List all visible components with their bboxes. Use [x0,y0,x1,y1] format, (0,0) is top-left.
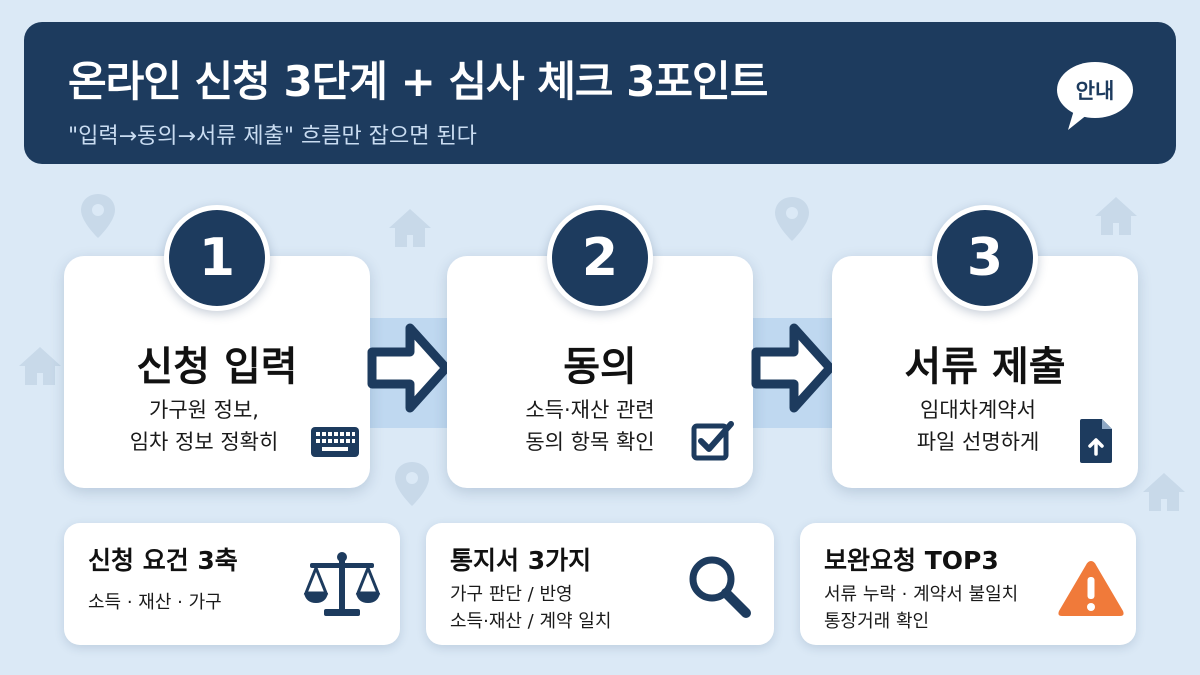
step-desc-line: 동의 항목 확인 [525,430,655,454]
location-pin-icon [775,197,809,241]
notice-badge: 안내 [1054,60,1136,132]
location-pin-icon [395,462,429,506]
step-card-consent: 동의 소득·재산 관련 동의 항목 확인 [447,256,753,488]
step-description: 임대차계약서 파일 선명하게 [888,394,1068,458]
step-number-badge: 1 [164,205,270,311]
arrow-right-icon [751,323,835,413]
info-card-title: 보완요청 TOP3 [824,546,999,575]
house-icon [1095,197,1137,235]
info-card-line: 소득·재산 / 계약 일치 [450,611,612,632]
info-card-text: 서류 누락 · 계약서 불일치 통장거래 확인 [824,581,1018,635]
step-title: 서류 제출 [904,344,1066,390]
info-card-supplement: 보완요청 TOP3 서류 누락 · 계약서 불일치 통장거래 확인 [800,523,1136,645]
step-desc-line: 임차 정보 정확히 [129,430,279,454]
info-card-line: 소득 · 재산 · 가구 [88,592,222,613]
location-pin-icon [81,194,115,238]
info-card-line: 가구 판단 / 반영 [450,584,573,605]
notice-badge-label: 안내 [1075,79,1115,103]
keyboard-icon [311,427,359,457]
step-title: 동의 [563,344,637,390]
house-icon [389,209,431,247]
speech-bubble-icon [1057,62,1133,130]
info-card-requirements: 신청 요건 3축 소득 · 재산 · 가구 [64,523,400,645]
step-number-badge: 3 [932,205,1038,311]
step-description: 가구원 정보, 임차 정보 정확히 [104,394,304,458]
house-icon [1143,473,1185,511]
house-icon [19,347,61,385]
warning-icon [1058,561,1124,616]
step-desc-line: 임대차계약서 [920,398,1036,422]
info-card-text: 가구 판단 / 반영 소득·재산 / 계약 일치 [450,581,611,635]
arrow-right-icon [367,323,451,413]
info-card-notice: 통지서 3가지 가구 판단 / 반영 소득·재산 / 계약 일치 [426,523,774,645]
info-card-line: 통장거래 확인 [824,611,930,632]
checkbox-icon [691,421,734,461]
step-desc-line: 소득·재산 관련 [525,398,655,422]
step-title: 신청 입력 [136,344,298,390]
page-subtitle: "입력→동의→서류 제출" 흐름만 잡으면 된다 [68,124,477,149]
info-card-title: 신청 요건 3축 [88,546,238,575]
page-title: 온라인 신청 3단계 + 심사 체크 3포인트 [68,57,768,106]
info-card-title: 통지서 3가지 [450,546,592,575]
header-banner: 온라인 신청 3단계 + 심사 체크 3포인트 "입력→동의→서류 제출" 흐름… [24,22,1176,164]
scales-icon [303,552,381,616]
info-card-text: 소득 · 재산 · 가구 [88,589,222,616]
step-card-input: 신청 입력 가구원 정보, 임차 정보 정확히 [64,256,370,488]
file-upload-icon [1080,419,1112,463]
step-desc-line: 가구원 정보, [149,398,259,422]
step-number-badge: 2 [547,205,653,311]
step-desc-line: 파일 선명하게 [916,430,1040,454]
info-card-line: 서류 누락 · 계약서 불일치 [824,584,1019,605]
magnifier-icon [689,556,751,618]
step-description: 소득·재산 관련 동의 항목 확인 [493,394,687,458]
